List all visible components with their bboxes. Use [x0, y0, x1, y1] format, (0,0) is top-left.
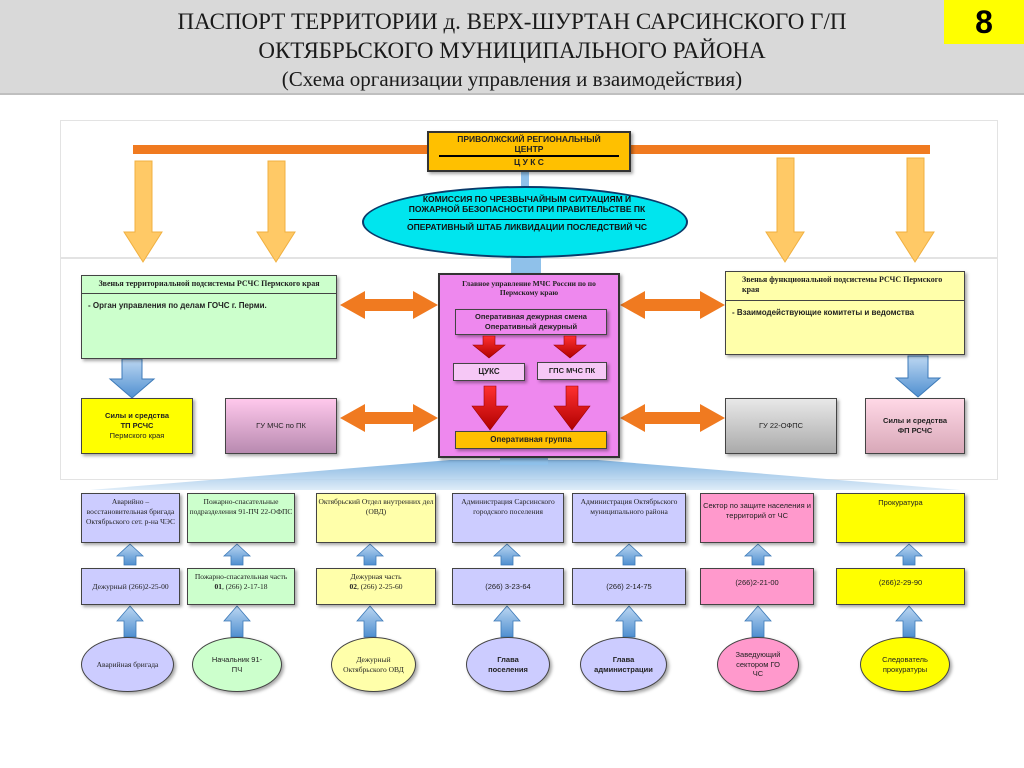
arrow-up-icon	[356, 605, 384, 638]
double-arrow-icon	[620, 404, 725, 432]
up-arrows	[115, 543, 924, 638]
gu-mchs-box: ГУ МЧС по ПК	[225, 398, 337, 454]
org-prosecutor: Прокуратура	[836, 493, 965, 543]
territorial-subsystem-item: - Орган управления по делам ГОЧС г. Перм…	[82, 293, 336, 311]
double-arrow-icon	[340, 291, 438, 319]
duty-police-number: , (266) 2-25-60	[356, 581, 403, 591]
duty-fire-rescue: Пожарно-спасательная часть 01, (266) 2-1…	[187, 568, 295, 605]
regional-center-title: ПРИВОЛЖСКИЙ РЕГИОНАЛЬНЫЙ ЦЕНТР	[457, 133, 601, 154]
arrow-up-icon	[116, 605, 144, 638]
distribution-fan	[90, 460, 960, 490]
person-sector-head: Заведующий сектором ГО ЧС	[717, 637, 799, 692]
regional-center-divider	[439, 155, 619, 158]
arrow-up-icon	[492, 543, 522, 566]
arrow-down-icon	[472, 335, 506, 359]
title-line-2: ОКТЯБРЬСКОГО МУНИЦИПАЛЬНОГО РАЙОНА	[258, 38, 766, 63]
duty-fire-rescue-code: 01	[214, 581, 222, 591]
duty-emergency-brigade: Дежурный (266)2-25-00	[81, 568, 180, 605]
arrow-up-icon	[743, 543, 773, 566]
title-line-1: ПАСПОРТ ТЕРРИТОРИИ д. ВЕРХ-ШУРТАН САРСИН…	[177, 9, 847, 34]
duty-fire-rescue-number: , (266) 2-17-18	[221, 581, 268, 591]
tsuks-box: ЦУКС	[453, 363, 525, 381]
subtitle: (Схема организации управления и взаимоде…	[281, 67, 743, 91]
arrow-down-icon	[765, 157, 805, 263]
territorial-subsystem-title: Звенья территориальной подсистемы РСЧС П…	[98, 279, 320, 288]
org-district-admin: Администрация Октябрьского муниципальног…	[572, 493, 686, 543]
functional-subsystem-box: Звенья функциональной подсистемы РСЧС Пе…	[725, 271, 965, 355]
duty-fire-rescue-label: Пожарно-спасательная часть	[194, 572, 288, 581]
left-forces-line3: Пермского края	[109, 430, 165, 440]
arrow-up-icon	[355, 543, 385, 566]
regional-center-box: ПРИВОЛЖСКИЙ РЕГИОНАЛЬНЫЙ ЦЕНТР Ц У К С	[427, 131, 631, 172]
commission-oval: КОМИССИЯ ПО ЧРЕЗВЫЧАЙНЫМ СИТУАЦИЯМ И ПОЖ…	[362, 186, 688, 258]
arrow-down-icon	[553, 385, 591, 431]
duty-police: Дежурная часть 02, (266) 2-25-60	[316, 568, 436, 605]
duty-police-phone: 02, (266) 2-25-60	[317, 582, 435, 592]
left-forces-line1: Силы и средства	[104, 411, 170, 421]
duty-police-label: Дежурная часть	[350, 572, 402, 581]
arrow-up-icon	[615, 605, 643, 638]
orange-bar-left	[133, 145, 429, 154]
arrow-up-icon	[895, 605, 923, 638]
arrow-down-icon	[123, 160, 163, 263]
arrow-up-icon	[115, 543, 145, 566]
oval-connector	[511, 256, 541, 274]
arrow-up-icon	[493, 605, 521, 638]
duty-shift-box: Оперативная дежурная смена Оперативный д…	[455, 309, 607, 335]
arrow-up-icon	[614, 543, 644, 566]
commission-divider	[409, 219, 645, 220]
arrow-down-icon	[894, 355, 942, 398]
arrow-up-icon	[894, 543, 924, 566]
main-office-title: Главное управление МЧС России по по Перм…	[462, 279, 596, 297]
arrow-down-icon	[108, 358, 156, 399]
gu-22-ofps-box: ГУ 22-ОФПС	[725, 398, 837, 454]
right-forces-line2: ФП РСЧС	[897, 426, 933, 435]
functional-subsystem-item: - Взаимодействующие комитеты и ведомства	[726, 299, 964, 318]
org-fire-rescue: Пожарно-спасательные подразделения 91-ПЧ…	[187, 493, 295, 543]
org-settlement-admin: Администрация Сарсинского городского пос…	[452, 493, 564, 543]
center-connector	[521, 172, 529, 188]
left-forces-line2: ТП РСЧС	[120, 421, 154, 431]
org-police: Октябрьский Отдел внутренних дел (ОВД)	[316, 493, 436, 543]
orange-bar-right	[630, 145, 930, 154]
arrow-up-icon	[222, 543, 252, 566]
duty-prosecutor: (266)2-29-90	[836, 568, 965, 605]
arrow-up-icon	[223, 605, 251, 638]
duty-settlement-admin: (266) 3-23-64	[452, 568, 564, 605]
arrow-down-icon	[471, 385, 509, 431]
territorial-subsystem-box: Звенья территориальной подсистемы РСЧС П…	[81, 275, 337, 359]
person-fire-chief: Начальник 91-ПЧ	[192, 637, 282, 692]
duty-police-code: 02	[349, 581, 357, 591]
operational-group-box: Оперативная группа	[455, 431, 607, 449]
org-emergency-brigade: Аварийно – восстановительная бригада Окт…	[81, 493, 180, 543]
person-emergency-brigade: Аварийная бригада	[81, 637, 174, 692]
red-arrow-layer	[471, 335, 591, 431]
page-number-badge: 8	[944, 0, 1024, 44]
double-arrow-icon	[620, 291, 725, 319]
gps-box: ГПС МЧС ПК	[537, 362, 607, 380]
person-prosecutor: Следователь прокуратуры	[860, 637, 950, 692]
operational-hq-title: ОПЕРАТИВНЫЙ ШТАБ ЛИКВИДАЦИИ ПОСЛЕДСТВИЙ …	[407, 222, 647, 232]
commission-title: КОМИССИЯ ПО ЧРЕЗВЫЧАЙНЫМ СИТУАЦИЯМ И ПОЖ…	[408, 194, 646, 215]
org-emergency-sector: Сектор по защите населения и территорий …	[700, 493, 814, 543]
arrow-up-icon	[744, 605, 772, 638]
right-forces-box: Силы и средства ФП РСЧС	[865, 398, 965, 454]
person-settlement-head: Глава поселения	[466, 637, 550, 692]
duty-fire-rescue-phone: 01, (266) 2-17-18	[188, 582, 294, 592]
double-arrow-icon	[340, 404, 438, 432]
left-forces-box: Силы и средства ТП РСЧС Пермского края	[81, 398, 193, 454]
slide-header: ПАСПОРТ ТЕРРИТОРИИ д. ВЕРХ-ШУРТАН САРСИН…	[0, 0, 1024, 95]
functional-subsystem-title: Звенья функциональной подсистемы РСЧС Пе…	[742, 275, 943, 295]
right-forces-line1: Силы и средства	[882, 416, 948, 426]
arrow-down-icon	[256, 160, 296, 263]
person-district-head: Глава администрации	[580, 637, 667, 692]
person-police-duty: Дежурный Октябрьского ОВД	[331, 637, 416, 692]
regional-center-tsuks: Ц У К С	[514, 157, 544, 168]
arrow-down-icon	[553, 335, 587, 359]
arrow-down-icon	[895, 157, 935, 263]
duty-emergency-sector: (266)2-21-00	[700, 568, 814, 605]
duty-district-admin: (266) 2-14-75	[572, 568, 686, 605]
